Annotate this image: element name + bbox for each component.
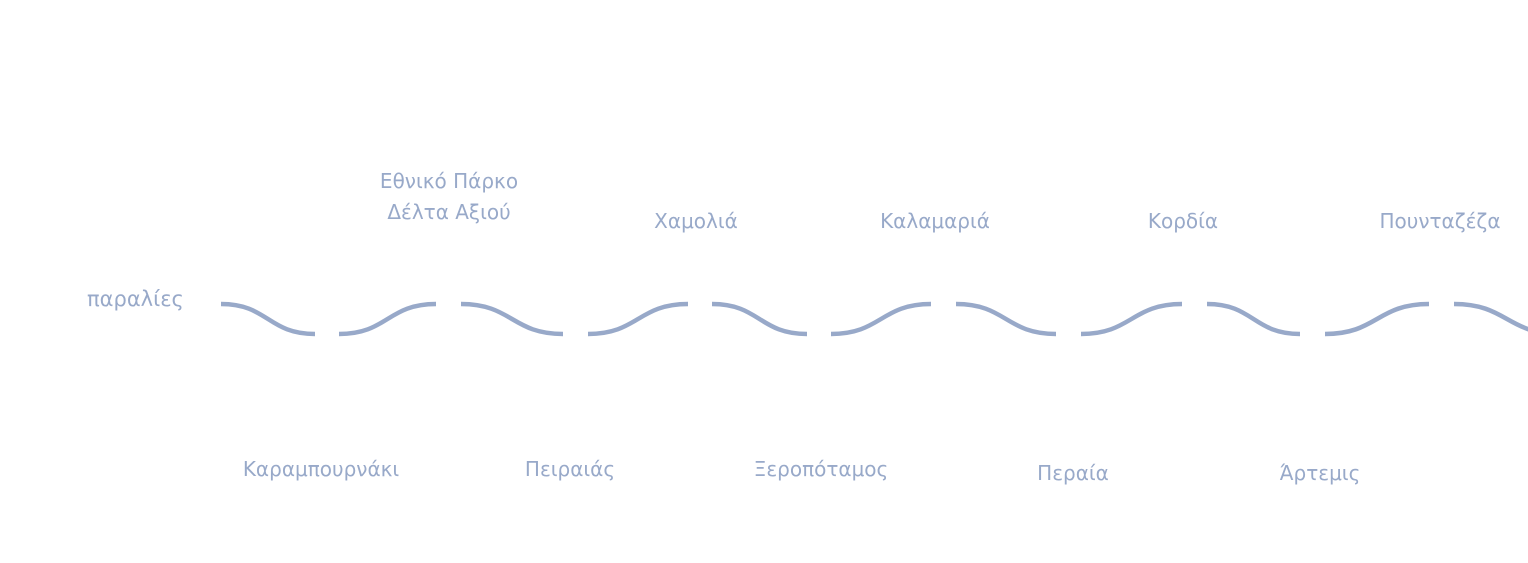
label-delta-axiou: Εθνικό Πάρκο Δέλτα Αξιού [380, 166, 518, 228]
wave-segment [460, 301, 564, 337]
label-line: Δέλτα Αξιού [387, 200, 511, 224]
label-kordia: Κορδία [1147, 209, 1219, 233]
wave-segment [338, 301, 437, 337]
wave-segment [1324, 301, 1430, 337]
label-chamolia: Χαμολιά [654, 209, 738, 233]
wave-segment [587, 301, 689, 337]
wave-segment [1453, 301, 1528, 332]
label-line: Εθνικό Πάρκο [379, 169, 519, 193]
wave-segment [955, 301, 1057, 337]
wave-segment [220, 301, 316, 337]
wave-segment [1080, 301, 1183, 337]
wave-segment [711, 301, 808, 337]
wave-segment [830, 301, 932, 337]
label-kalamaria: Καλαμαριά [880, 209, 990, 233]
diagram-title: παραλίες [87, 287, 184, 311]
label-peiraias: Πειραιάς [524, 457, 616, 481]
label-pountazeza: Πουνταζέζα [1379, 209, 1501, 233]
label-xeropotamos: Ξεροπόταμος [753, 457, 889, 481]
label-artemis: Άρτεμις [1279, 461, 1361, 485]
wave-segment [1206, 301, 1301, 337]
label-karampournaki: Καραμπουρνάκι [242, 457, 400, 481]
label-peraia: Περαία [1037, 461, 1109, 485]
